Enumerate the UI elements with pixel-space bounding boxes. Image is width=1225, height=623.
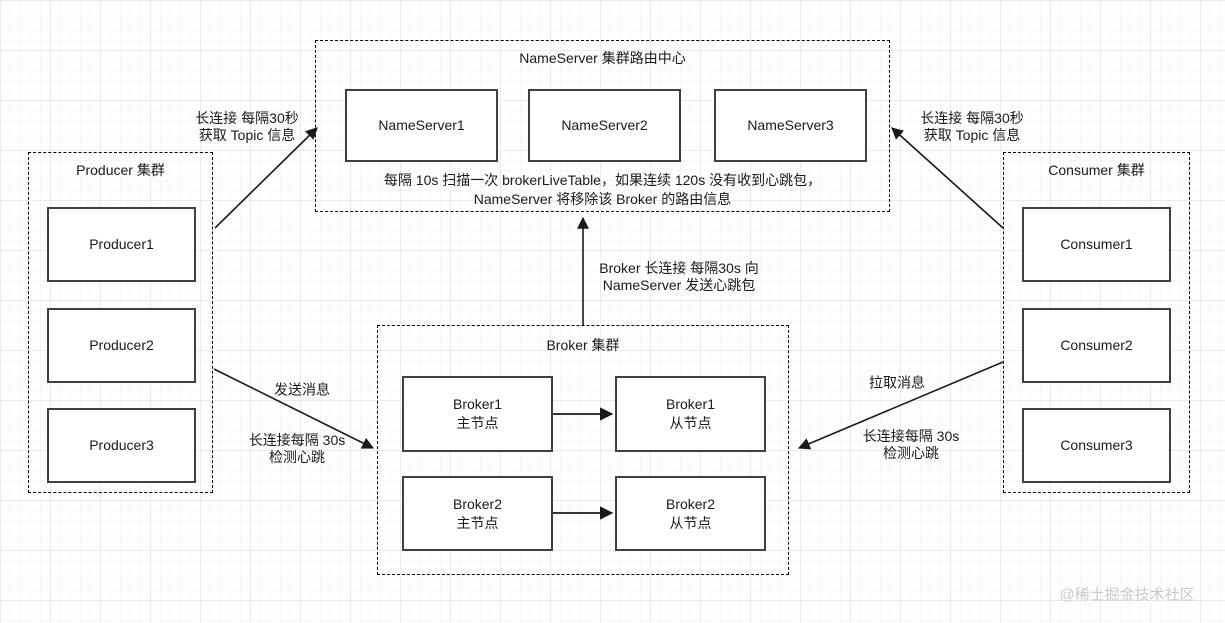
label-producer-heartbeat-line2: 检测心跳 [269, 449, 325, 465]
consumer2-label: Consumer2 [1060, 337, 1133, 353]
producer1-label: Producer1 [89, 236, 154, 252]
nameserver3-node: NameServer3 [714, 89, 867, 162]
label-broker-nameserver-line2: NameServer 发送心跳包 [602, 277, 756, 293]
broker2-slave-role: 从节点 [669, 514, 712, 531]
producer1-node: Producer1 [47, 207, 196, 282]
label-consumer-nameserver-line2: 获取 Topic 信息 [923, 127, 1021, 143]
producer2-node: Producer2 [47, 308, 196, 383]
producer-cluster-title: Producer 集群 [76, 162, 165, 178]
broker2-master-node: Broker2 主节点 [402, 476, 553, 551]
broker2-master-name: Broker2 [452, 495, 503, 512]
nameserver-cluster-box [315, 40, 890, 212]
consumer3-label: Consumer3 [1060, 437, 1133, 453]
label-broker-nameserver-line1: Broker 长连接 每隔30s 向 [599, 260, 759, 276]
consumer1-label: Consumer1 [1060, 236, 1133, 252]
nameserver-cluster-title: NameServer 集群路由中心 [519, 50, 686, 66]
broker-cluster-box [377, 325, 789, 575]
broker1-slave-role: 从节点 [669, 415, 712, 431]
label-consumer-heartbeat-line2: 检测心跳 [883, 445, 939, 461]
broker-cluster-title: Broker 集群 [546, 337, 620, 353]
producer3-node: Producer3 [47, 408, 196, 483]
producer3-label: Producer3 [89, 437, 154, 453]
label-producer-nameserver-line1: 长连接 每隔30秒 [195, 110, 299, 126]
producer2-label: Producer2 [89, 337, 154, 353]
consumer2-node: Consumer2 [1022, 308, 1171, 383]
nameserver-note-line1: 每隔 10s 扫描一次 brokerLiveTable，如果连续 120s 没有… [383, 172, 822, 188]
nameserver2-node: NameServer2 [528, 89, 681, 162]
broker2-slave-node: Broker2 从节点 [615, 476, 766, 551]
label-producer-heartbeat: 长连接每隔 30s 检测心跳 [249, 432, 345, 466]
label-producer-heartbeat-line1: 长连接每隔 30s [248, 432, 346, 448]
nameserver3-label: NameServer3 [747, 117, 834, 133]
nameserver1-label: NameServer1 [378, 117, 465, 133]
broker1-master-role: 主节点 [456, 415, 499, 431]
label-pull-message: 拉取消息 [869, 374, 925, 391]
broker2-slave-name: Broker2 [665, 495, 716, 512]
consumer-cluster-title: Consumer 集群 [1048, 162, 1145, 178]
nameserver2-label: NameServer2 [561, 117, 648, 133]
watermark: @稀土掘金技术社区 [1059, 586, 1195, 604]
label-consumer-nameserver: 长连接 每隔30秒 获取 Topic 信息 [920, 110, 1023, 144]
consumer3-node: Consumer3 [1022, 408, 1171, 483]
label-consumer-heartbeat-line1: 长连接每隔 30s [862, 428, 960, 444]
label-broker-nameserver: Broker 长连接 每隔30s 向 NameServer 发送心跳包 [599, 260, 758, 294]
nameserver1-node: NameServer1 [345, 89, 498, 162]
label-consumer-heartbeat: 长连接每隔 30s 检测心跳 [863, 428, 959, 462]
broker1-slave-name: Broker1 [665, 396, 716, 412]
broker1-master-node: Broker1 主节点 [402, 376, 553, 452]
consumer-cluster-box [1003, 152, 1190, 493]
broker2-master-role: 主节点 [456, 514, 499, 531]
label-send-message: 发送消息 [274, 381, 330, 398]
label-producer-nameserver-line2: 获取 Topic 信息 [198, 127, 296, 143]
producer-cluster-box [28, 152, 213, 493]
consumer1-node: Consumer1 [1022, 207, 1171, 282]
label-consumer-nameserver-line1: 长连接 每隔30秒 [920, 110, 1024, 126]
nameserver-note-line2: NameServer 将移除该 Broker 的路由信息 [473, 191, 732, 207]
broker1-master-name: Broker1 [452, 396, 503, 412]
broker1-slave-node: Broker1 从节点 [615, 376, 766, 452]
label-producer-nameserver: 长连接 每隔30秒 获取 Topic 信息 [195, 110, 298, 144]
